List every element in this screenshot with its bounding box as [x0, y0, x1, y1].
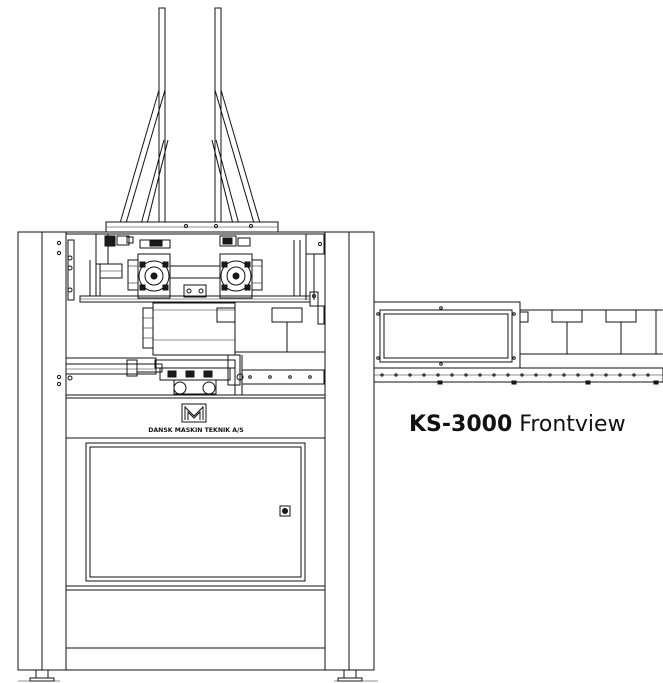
middle-assembly	[65, 302, 325, 395]
side-conveyor	[373, 301, 663, 385]
logo-text: DANSK MASKIN TEKNIK A/S	[148, 427, 244, 434]
lifting-frame	[105, 7, 279, 233]
model-name: KS-3000	[409, 412, 513, 437]
lower-cabinet	[18, 394, 378, 682]
drawing-caption: KS-3000 Frontview	[409, 412, 626, 437]
cabinet-frame	[17, 231, 375, 671]
view-name: Frontview	[519, 412, 626, 437]
drive-mechanism	[66, 233, 325, 325]
company-logo: DANSK MASKIN TEKNIK A/S	[148, 403, 244, 434]
